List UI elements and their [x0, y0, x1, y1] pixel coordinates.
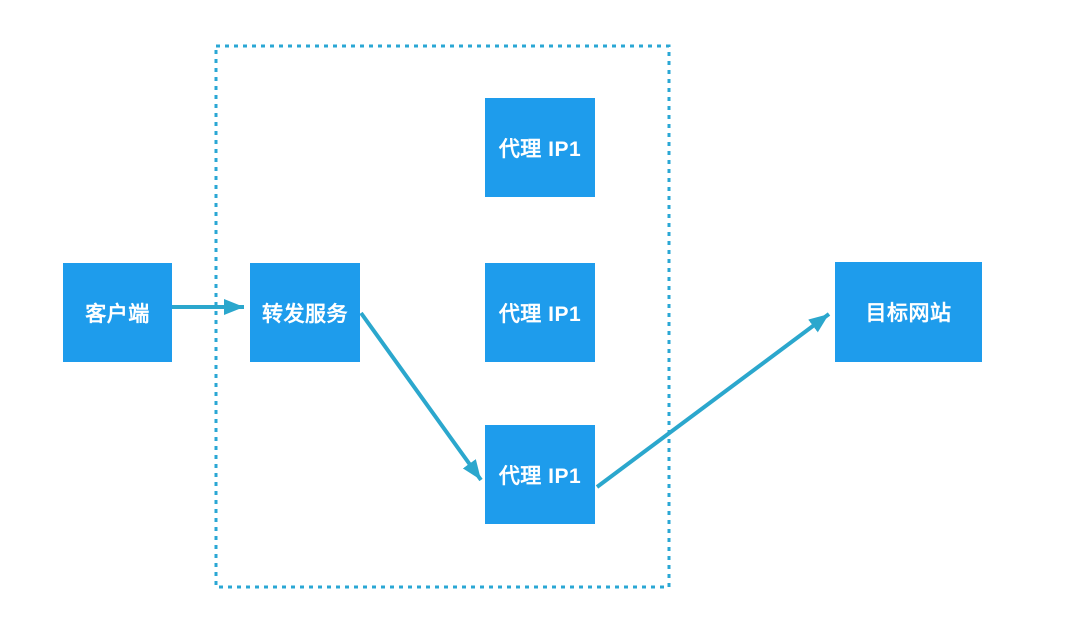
node-forward-service-label: 转发服务	[262, 302, 348, 326]
node-client: 客户端	[63, 263, 172, 362]
node-proxy-ip-top-label: 代理 IP1	[498, 137, 582, 161]
node-target-site: 目标网站	[835, 262, 982, 362]
node-proxy-ip-middle-label: 代理 IP1	[498, 302, 582, 326]
node-forward-service: 转发服务	[250, 263, 360, 362]
edge-proxy-ip-bottom-to-target-site	[595, 312, 831, 489]
node-proxy-ip-bottom: 代理 IP1	[485, 425, 595, 524]
node-proxy-ip-bottom-label: 代理 IP1	[498, 464, 582, 488]
node-client-label: 客户端	[85, 302, 150, 326]
edge-forward-service-to-proxy-ip-bottom	[359, 311, 483, 482]
node-proxy-ip-top: 代理 IP1	[485, 98, 595, 197]
node-target-site-label: 目标网站	[865, 302, 952, 325]
node-proxy-ip-middle: 代理 IP1	[485, 263, 595, 362]
